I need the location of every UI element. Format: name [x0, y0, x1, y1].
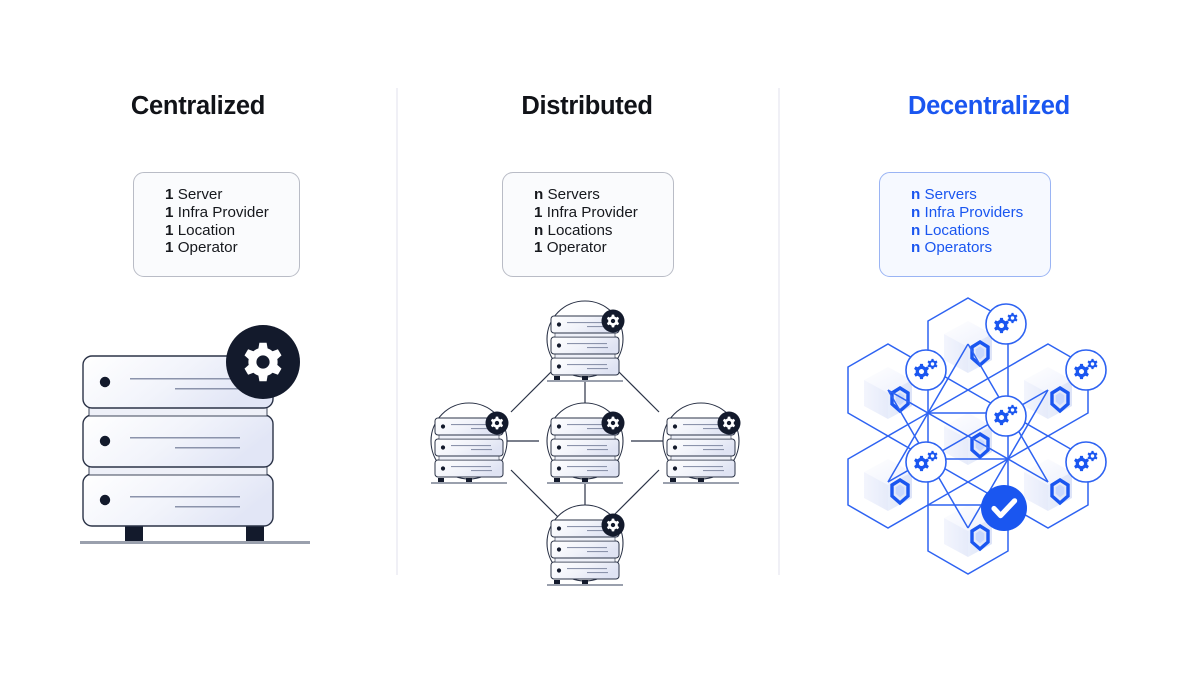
- info-label: Locations: [547, 221, 613, 239]
- info-label: Operator: [177, 239, 238, 257]
- info-label: Locations: [924, 221, 990, 239]
- info-count: n: [534, 221, 544, 239]
- info-label: Operators: [924, 239, 993, 257]
- info-box-distributed: n Servers 1 Infra Provider n Locations 1…: [502, 172, 674, 277]
- info-label: Server: [177, 186, 223, 203]
- page-title-centralized: Centralized: [130, 92, 266, 120]
- column-centralized: Centralized 1 Server 1 Infra Provider 1 …: [0, 0, 396, 675]
- rack-foot-right: [246, 523, 264, 543]
- info-line: n Infra Providers: [911, 204, 1030, 222]
- network-node-right: [662, 402, 741, 485]
- info-label: Operator: [546, 239, 607, 257]
- info-label: Infra Provider: [546, 203, 638, 221]
- info-count: 1: [534, 239, 543, 257]
- network-node-bottom: [546, 504, 625, 587]
- info-label: Servers: [547, 186, 600, 203]
- illustration-distributed-network: [425, 295, 745, 587]
- rack-unit-middle: [82, 414, 274, 468]
- info-label: Infra Provider: [177, 203, 269, 221]
- info-line: 1 Location: [165, 222, 279, 240]
- info-label: Location: [177, 221, 236, 239]
- gear-icon: [905, 349, 947, 391]
- info-count: n: [911, 203, 921, 221]
- gear-icon: [1065, 349, 1107, 391]
- check-icon: [981, 485, 1027, 531]
- gear-icon: [985, 395, 1027, 437]
- info-count: n: [911, 186, 921, 203]
- info-count: 1: [165, 203, 174, 221]
- page-title-decentralized: Decentralized: [908, 92, 1070, 120]
- info-box-centralized: 1 Server 1 Infra Provider 1 Location 1 O…: [133, 172, 300, 277]
- info-count: n: [911, 221, 921, 239]
- info-label: Servers: [924, 186, 977, 203]
- info-line: n Locations: [911, 222, 1030, 240]
- column-decentralized: Decentralized n Servers n Infra Provider…: [778, 0, 1200, 675]
- info-count: n: [911, 239, 921, 257]
- info-count: 1: [165, 239, 174, 257]
- gear-icon: [905, 441, 947, 483]
- page-title-distributed: Distributed: [521, 92, 653, 120]
- column-distributed: Distributed n Servers 1 Infra Provider n…: [396, 0, 778, 675]
- illustration-decentralized-mesh: [818, 292, 1118, 602]
- info-line: 1 Operator: [165, 239, 279, 257]
- info-line: 1 Infra Provider: [165, 204, 279, 222]
- rack-unit-bottom: [82, 473, 274, 527]
- rack-baseline: [80, 541, 310, 544]
- info-count: 1: [165, 186, 174, 203]
- network-node-center: [546, 402, 625, 485]
- column-divider-1: [396, 88, 398, 575]
- network-node-left: [430, 402, 509, 485]
- info-line: 1 Operator: [534, 239, 653, 257]
- info-count: 1: [165, 221, 174, 239]
- network-node-top: [546, 300, 625, 383]
- info-line: 1 Infra Provider: [534, 204, 653, 222]
- gear-icon: [985, 303, 1027, 345]
- info-line: n Operators: [911, 239, 1030, 257]
- info-count: 1: [534, 203, 543, 221]
- info-box-decentralized: n Servers n Infra Providers n Locations …: [879, 172, 1051, 277]
- illustration-centralized-server-rack: [75, 318, 345, 568]
- info-line: n Servers: [911, 186, 1030, 204]
- gear-icon: [226, 325, 300, 399]
- gear-icon: [1065, 441, 1107, 483]
- rack-unit-top: [82, 355, 274, 409]
- info-line: n Locations: [534, 222, 653, 240]
- network-links: [507, 364, 663, 518]
- column-divider-2: [778, 88, 780, 575]
- info-line: n Servers: [534, 186, 653, 204]
- info-count: n: [534, 186, 544, 203]
- rack-foot-left: [125, 523, 143, 543]
- info-line: 1 Server: [165, 186, 279, 204]
- info-label: Infra Providers: [924, 203, 1024, 221]
